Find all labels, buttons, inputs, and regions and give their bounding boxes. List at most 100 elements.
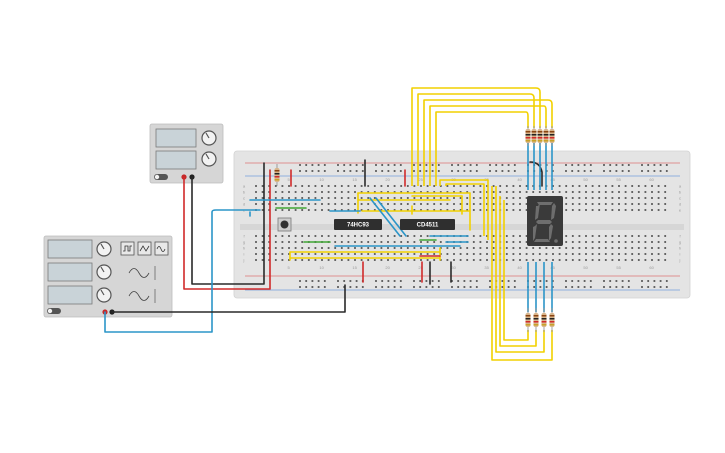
breadboard-hole[interactable]: [327, 235, 330, 237]
breadboard-hole[interactable]: [288, 185, 290, 187]
breadboard-hole[interactable]: [446, 185, 449, 187]
breadboard-hole[interactable]: [627, 280, 630, 282]
breadboard-hole[interactable]: [479, 247, 482, 249]
breadboard-hole[interactable]: [492, 259, 495, 261]
breadboard-hole[interactable]: [565, 247, 568, 249]
sine-wave-button[interactable]: [154, 241, 169, 256]
breadboard-hole[interactable]: [360, 209, 363, 211]
breadboard-hole[interactable]: [637, 191, 640, 193]
breadboard-hole[interactable]: [558, 191, 561, 193]
breadboard-hole[interactable]: [577, 170, 580, 172]
breadboard-hole[interactable]: [647, 280, 650, 282]
breadboard-hole[interactable]: [501, 164, 504, 166]
breadboard-hole[interactable]: [373, 241, 376, 243]
breadboard-hole[interactable]: [437, 164, 440, 166]
breadboard-hole[interactable]: [519, 259, 521, 261]
breadboard-hole[interactable]: [525, 253, 528, 255]
breadboard-hole[interactable]: [387, 203, 389, 205]
breadboard-hole[interactable]: [552, 259, 554, 261]
breadboard-hole[interactable]: [611, 247, 614, 249]
breadboard-hole[interactable]: [589, 170, 592, 172]
breadboard-hole[interactable]: [618, 203, 620, 205]
breadboard-hole[interactable]: [644, 209, 647, 211]
breadboard-hole[interactable]: [499, 185, 502, 187]
breadboard-hole[interactable]: [631, 241, 634, 243]
breadboard-hole[interactable]: [437, 170, 440, 172]
function-generator[interactable]: [43, 235, 173, 318]
breadboard-hole[interactable]: [381, 170, 384, 172]
breadboard-hole[interactable]: [268, 203, 271, 205]
breadboard-hole[interactable]: [354, 203, 356, 205]
breadboard-hole[interactable]: [492, 241, 495, 243]
breadboard-hole[interactable]: [565, 286, 567, 288]
breadboard-hole[interactable]: [261, 259, 264, 261]
breadboard-hole[interactable]: [406, 247, 409, 249]
breadboard-hole[interactable]: [615, 164, 618, 166]
breadboard-hole[interactable]: [457, 286, 460, 288]
breadboard-hole[interactable]: [311, 286, 314, 288]
breadboard-hole[interactable]: [657, 259, 660, 261]
breadboard-hole[interactable]: [261, 191, 264, 193]
breadboard-hole[interactable]: [472, 259, 475, 261]
breadboard-hole[interactable]: [255, 259, 257, 261]
breadboard-hole[interactable]: [512, 209, 515, 211]
breadboard-hole[interactable]: [565, 197, 568, 199]
breadboard-hole[interactable]: [413, 259, 416, 261]
breadboard-hole[interactable]: [631, 235, 634, 237]
breadboard-hole[interactable]: [426, 247, 429, 249]
breadboard-hole[interactable]: [343, 170, 346, 172]
breadboard-hole[interactable]: [644, 235, 647, 237]
breadboard-hole[interactable]: [327, 259, 330, 261]
breadboard-hole[interactable]: [466, 185, 469, 187]
breadboard-hole[interactable]: [274, 253, 277, 255]
breadboard-hole[interactable]: [571, 235, 574, 237]
breadboard-hole[interactable]: [512, 197, 515, 199]
breadboard-hole[interactable]: [433, 203, 436, 205]
breadboard-hole[interactable]: [399, 170, 402, 172]
breadboard-hole[interactable]: [400, 247, 403, 249]
breadboard-hole[interactable]: [367, 191, 370, 193]
breadboard-hole[interactable]: [611, 185, 614, 187]
breadboard-hole[interactable]: [472, 185, 475, 187]
resistors-bottom[interactable]: [525, 308, 555, 332]
breadboard-hole[interactable]: [578, 191, 581, 193]
breadboard-hole[interactable]: [489, 170, 491, 172]
breadboard-hole[interactable]: [337, 280, 339, 282]
breadboard-hole[interactable]: [294, 235, 297, 237]
breadboard-hole[interactable]: [644, 185, 647, 187]
breadboard-hole[interactable]: [486, 197, 488, 199]
breadboard-hole[interactable]: [307, 203, 310, 205]
breadboard-hole[interactable]: [459, 185, 462, 187]
breadboard-hole[interactable]: [393, 253, 396, 255]
breadboard-hole[interactable]: [583, 280, 586, 282]
breadboard-hole[interactable]: [288, 203, 290, 205]
breadboard-hole[interactable]: [268, 241, 271, 243]
breadboard-hole[interactable]: [317, 280, 320, 282]
breadboard-hole[interactable]: [393, 203, 396, 205]
breadboard-hole[interactable]: [433, 197, 436, 199]
breadboard-hole[interactable]: [627, 286, 630, 288]
breadboard-hole[interactable]: [578, 253, 581, 255]
breadboard-hole[interactable]: [311, 164, 314, 166]
breadboard-hole[interactable]: [457, 280, 460, 282]
breadboard-hole[interactable]: [431, 280, 434, 282]
breadboard-hole[interactable]: [624, 253, 627, 255]
breadboard-hole[interactable]: [618, 235, 620, 237]
breadboard-hole[interactable]: [274, 259, 277, 261]
breadboard-hole[interactable]: [439, 197, 442, 199]
breadboard-hole[interactable]: [294, 191, 297, 193]
breadboard-hole[interactable]: [425, 280, 428, 282]
breadboard-hole[interactable]: [585, 209, 587, 211]
breadboard-hole[interactable]: [294, 203, 297, 205]
breadboard-hole[interactable]: [281, 185, 284, 187]
breadboard-hole[interactable]: [611, 241, 614, 243]
seven-segment-display[interactable]: [527, 196, 563, 246]
breadboard-hole[interactable]: [492, 185, 495, 187]
breadboard-hole[interactable]: [314, 247, 317, 249]
breadboard-hole[interactable]: [525, 247, 528, 249]
breadboard-hole[interactable]: [545, 286, 548, 288]
breadboard-hole[interactable]: [532, 247, 535, 249]
breadboard-hole[interactable]: [347, 197, 350, 199]
breadboard-hole[interactable]: [469, 280, 472, 282]
